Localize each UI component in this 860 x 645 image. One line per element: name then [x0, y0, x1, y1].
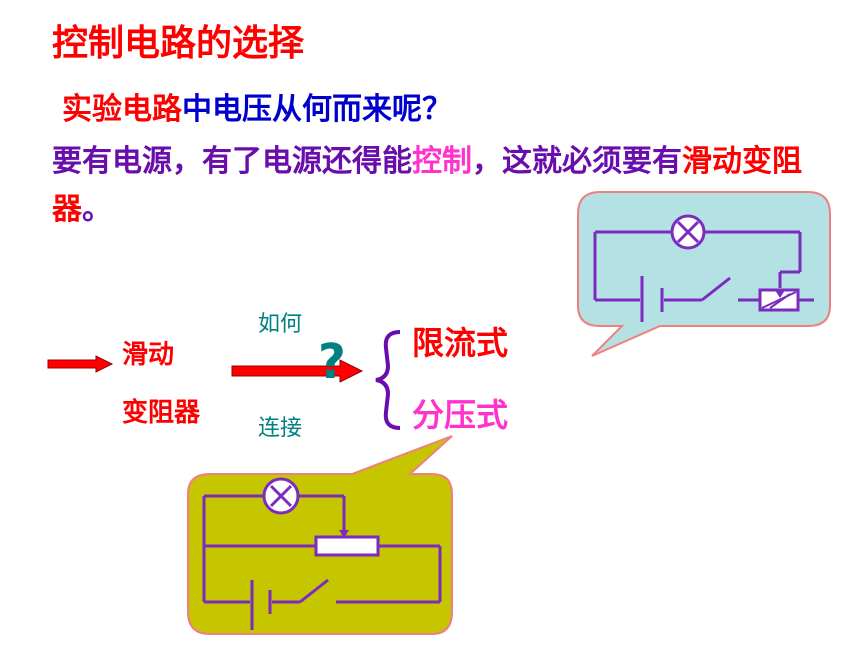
term-line2: 变阻器 — [122, 398, 201, 428]
paragraph-seg5: 。 — [82, 192, 112, 227]
term-line1: 滑动 — [122, 340, 175, 370]
lamp-symbol-icon — [670, 214, 706, 250]
callout-current-limiting — [577, 191, 831, 357]
question-part2: 中电压从何而来呢？ — [182, 92, 452, 127]
battery-symbol-icon — [250, 580, 272, 630]
paragraph-seg2: 控制 — [412, 144, 472, 179]
explanation-paragraph: 要有电源，有了电源还得能控制，这就必须要有滑动变阻器。 — [52, 138, 812, 234]
label-how: 如何 — [258, 312, 303, 337]
paragraph-seg1: 要有电源，有了电源还得能 — [52, 144, 412, 179]
paragraph-seg3: ，这就必须要有 — [472, 144, 682, 179]
rheostat-symbol-icon — [758, 288, 800, 312]
paragraph-seg4: 滑动变阻器 — [52, 144, 802, 227]
option-current-limiting: 限流式 — [412, 324, 509, 362]
question-mark-icon: ? — [318, 334, 346, 390]
callout-voltage-divider — [187, 435, 453, 635]
option-voltage-divider: 分压式 — [412, 396, 509, 434]
left-arrow — [47, 355, 114, 373]
brace-icon — [375, 330, 401, 430]
middle-arrow — [231, 359, 364, 383]
question-line: 实验电路中电压从何而来呢？ — [62, 84, 452, 128]
label-connect: 连接 — [258, 416, 303, 441]
rheostat-symbol-icon — [314, 530, 380, 557]
lamp-symbol-icon — [262, 477, 300, 515]
battery-symbol-icon — [640, 276, 664, 322]
question-part1: 实验电路 — [62, 92, 182, 127]
page-title: 控制电路的选择 — [52, 23, 305, 64]
